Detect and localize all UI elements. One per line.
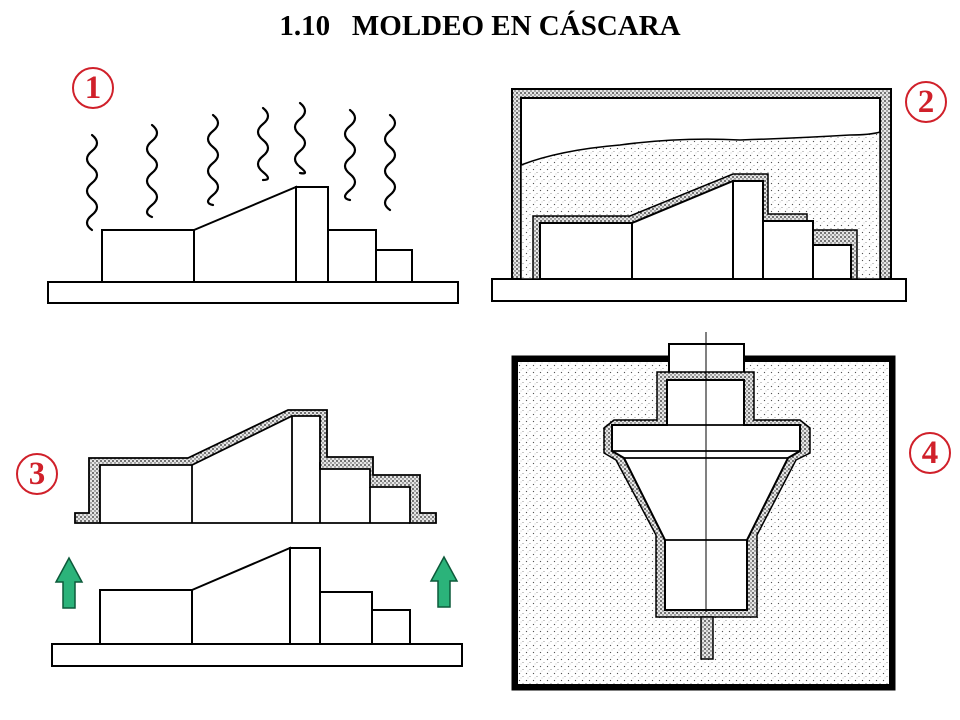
pattern xyxy=(101,185,413,283)
step-4-number: 4 xyxy=(909,432,951,474)
step-1-number: 1 xyxy=(72,67,114,109)
step-3-number: 3 xyxy=(16,453,58,495)
pattern xyxy=(99,546,411,645)
page-title: 1.10 MOLDEO EN CÁSCARA xyxy=(279,10,681,42)
step-2-number: 2 xyxy=(905,81,947,123)
step-4-casting xyxy=(511,332,896,691)
shell xyxy=(74,409,437,524)
gate-stem xyxy=(700,616,714,660)
step-2-dump-box xyxy=(491,88,907,302)
step-3-shell-removal xyxy=(51,409,463,667)
shell-cavity xyxy=(100,416,410,524)
step-1-heated-pattern xyxy=(47,101,459,304)
heat-wave-icon xyxy=(85,101,397,232)
pattern xyxy=(539,179,852,280)
up-arrow-icon xyxy=(429,555,459,608)
up-arrow-icon xyxy=(54,556,84,609)
